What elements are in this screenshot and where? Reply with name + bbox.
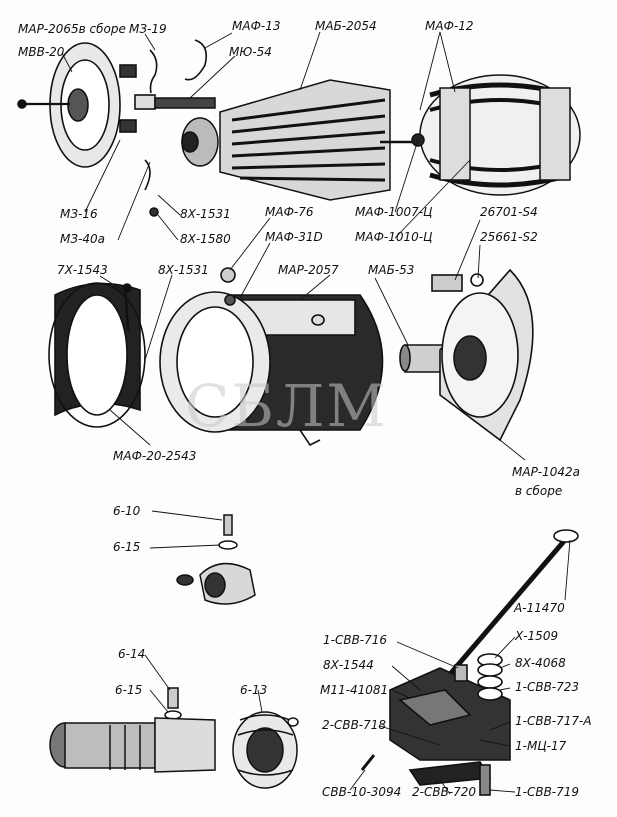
label-v-sbore: в сборе: [515, 484, 563, 498]
label-25661-s2: 25661-S2: [480, 230, 538, 244]
label-b-15-bottom: 6-15: [115, 683, 143, 697]
switch-assembly: [360, 529, 579, 796]
label-a-11470: А-11470: [514, 601, 565, 615]
drive-assembly: [49, 687, 299, 789]
label-26701-s4: 26701-S4: [480, 205, 538, 219]
label-mab-53: МАБ-53: [368, 263, 415, 277]
label-mvv-20: МВВ-20: [18, 45, 65, 59]
label-maf-31d: МАФ-31D: [265, 230, 323, 244]
label-mar-1042a: МАР-1042а: [512, 465, 581, 479]
label-b-10: 6-10: [113, 504, 141, 518]
label-mz-16: МЗ-16: [60, 207, 98, 221]
label-mab-2054: МАБ-2054: [315, 19, 377, 33]
label-2-svv-720: 2-СВВ-720: [412, 785, 477, 799]
label-8x-1580: 8Х-1580: [180, 232, 231, 246]
label-maf-1010: МАФ-1010-Ц: [355, 230, 433, 244]
label-b-13: 6-13: [240, 683, 268, 697]
starter-housing: [159, 267, 384, 447]
label-maf-12: МАФ-12: [425, 19, 474, 33]
label-8x-1531-mid: 8Х-1531: [158, 263, 209, 277]
label-2-svv-718: 2-СВВ-718: [322, 718, 387, 732]
label-8x-4068: 8Х-4068: [515, 656, 566, 670]
label-b-14: 6-14: [118, 647, 146, 661]
label-mz-40a: МЗ-40а: [60, 232, 105, 246]
label-1-svv-716: 1-СВВ-716: [323, 633, 388, 647]
pinion-small-parts: [176, 514, 256, 605]
label-1-svv-717-a: 1-СВВ-717-А: [515, 714, 592, 728]
drive-end-cover: [399, 268, 534, 442]
label-x-1509: Х-1509: [515, 629, 559, 643]
label-maf-20-2543: МАФ-20-2543: [113, 449, 197, 463]
watermark: СБЛМ: [185, 372, 388, 440]
label-myu-54: МЮ-54: [229, 45, 272, 59]
label-8x-1531-top: 8Х-1531: [180, 207, 231, 221]
label-b-15-top: 6-15: [113, 540, 141, 554]
field-coils: [411, 74, 581, 196]
label-7x-1543: 7Х-1543: [57, 263, 108, 277]
label-1-svv-723: 1-СВВ-723: [515, 680, 580, 694]
label-mar-2065: МАР-2065в сборе: [18, 22, 126, 36]
label-svv-10-3094: СВВ-10-3094: [322, 785, 402, 799]
label-1-svv-719: 1-СВВ-719: [515, 785, 580, 799]
label-mz-19: МЗ-19: [129, 22, 167, 36]
label-maf-1007: МАФ-1007-Ц: [355, 205, 433, 219]
leader-lines: [61, 31, 571, 795]
end-cover-assembly: [17, 39, 208, 217]
label-mar-2057: МАР-2057: [278, 263, 339, 277]
label-8x-1544: 8Х-1544: [323, 658, 374, 672]
label-1-mts-17: 1-МЦ-17: [515, 739, 567, 753]
label-maf-76: МАФ-76: [265, 205, 314, 219]
label-maf-13: МАФ-13: [232, 19, 281, 33]
label-m11-41081: М11-41081: [320, 683, 389, 697]
cover-band: [48, 282, 146, 428]
